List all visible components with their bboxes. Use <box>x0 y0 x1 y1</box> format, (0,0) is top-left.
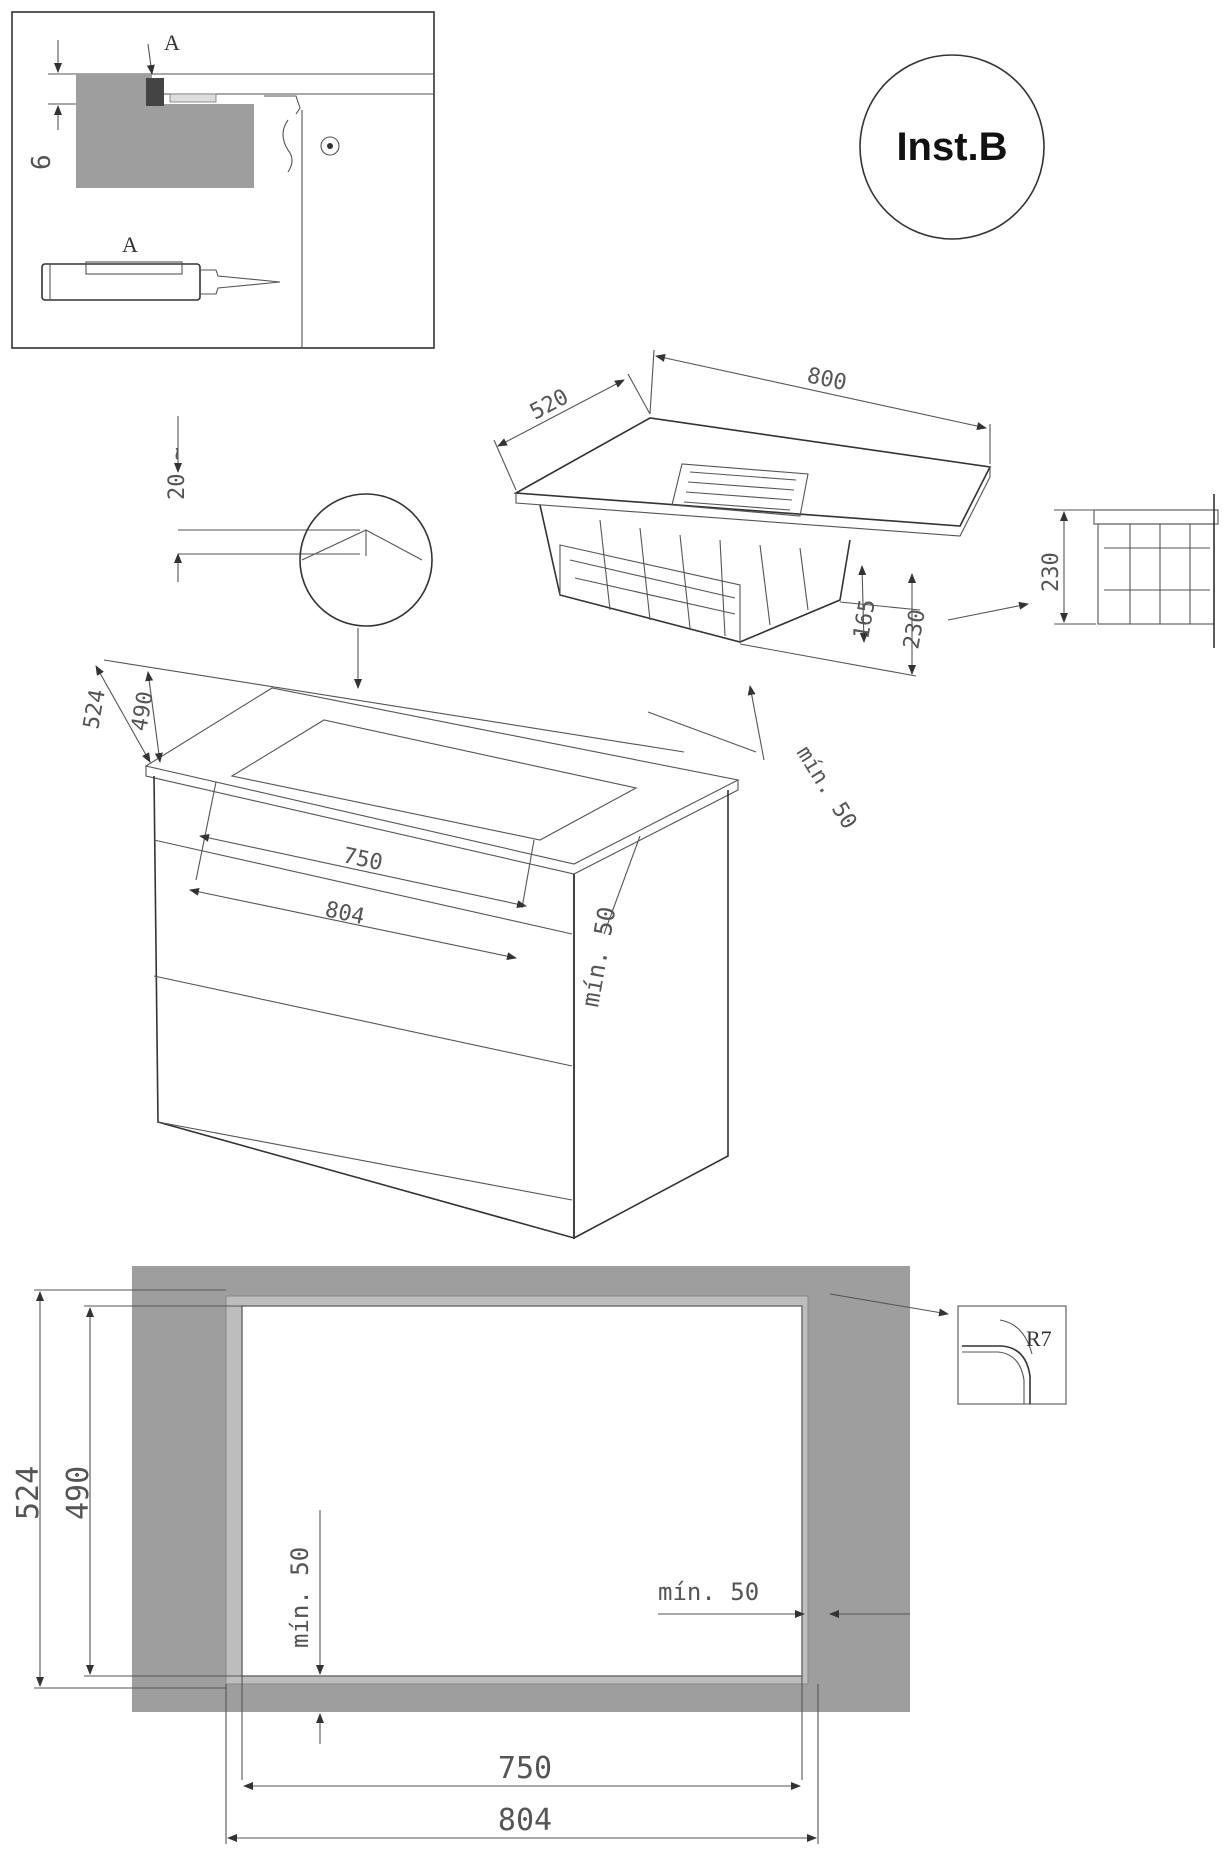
sealant-detail: A 6 A <box>11 11 435 349</box>
dim-plan-outer-width: 804 <box>498 1803 552 1838</box>
dim-plan-outer-depth: 524 <box>11 1466 46 1520</box>
corner-radius-detail: R7 <box>957 1305 1067 1405</box>
plan-view: 524 490 750 804 mín. 50 mín. 50 <box>11 1266 949 1844</box>
dim-side-height: 230 <box>1039 552 1064 592</box>
install-title: Inst.B <box>896 125 1007 169</box>
dim-gap: 6 <box>27 154 57 170</box>
dim-cab-min-back: mín. 50 <box>791 742 861 834</box>
dim-cab-outer-depth: 524 <box>79 688 111 731</box>
dim-hob-total: 230 <box>899 608 931 651</box>
dim-plan-inner-width: 750 <box>498 1751 552 1786</box>
dim-hob-width: 800 <box>805 363 849 396</box>
hob-side-view: 230 <box>1039 494 1219 648</box>
label-a-top: A <box>164 30 180 55</box>
installation-badge: Inst.B <box>859 54 1045 240</box>
dim-cab-inner-width: 750 <box>341 843 385 876</box>
dim-plan-min-left: mín. 50 <box>286 1547 314 1648</box>
dim-cab-outer-width: 804 <box>323 897 367 930</box>
hob-isometric: 520 800 165 230 <box>493 349 1029 677</box>
cabinet-isometric: 524 490 750 804 mín. 50 mín. 50 <box>79 659 861 1240</box>
dim-plan-inner-depth: 490 <box>61 1466 96 1520</box>
dim-plan-min-right: mín. 50 <box>658 1578 759 1606</box>
dim-cab-min-side: mín. 50 <box>576 905 621 1009</box>
edge-detail: 20 ~ <box>165 416 433 689</box>
dim-cab-inner-depth: 490 <box>127 690 159 733</box>
dim-edge-gap: 20 ~ <box>165 447 190 500</box>
label-a-tube: A <box>122 232 138 257</box>
corner-radius-label: R7 <box>1026 1326 1052 1351</box>
